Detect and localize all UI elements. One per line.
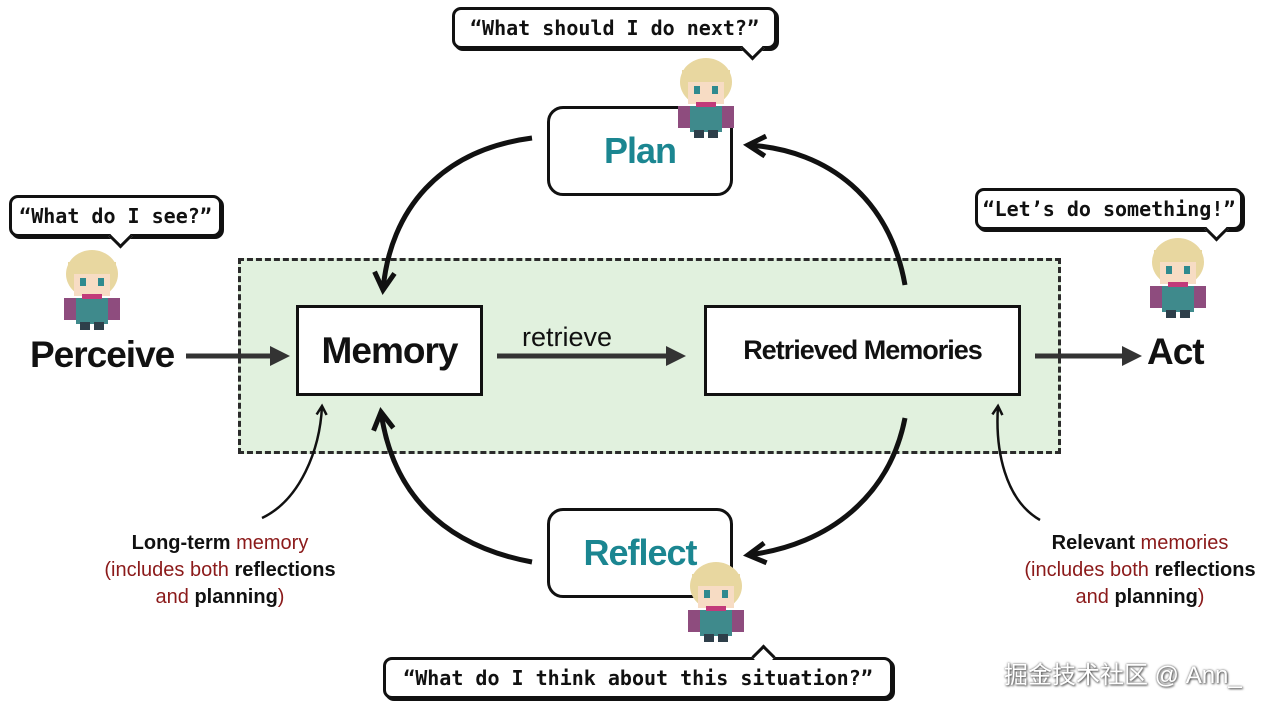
retrieved-to-plan-arrow: [742, 133, 908, 286]
note-right-close: ): [1197, 586, 1205, 608]
relevant-note-arrow: [991, 403, 1041, 522]
retrieved-memories-node: Retrieved Memories: [704, 305, 1021, 396]
note-right-line2: (includes both: [1024, 559, 1155, 581]
retrieved-to-reflect-arrow: [742, 417, 908, 566]
note-left-planning: planning: [194, 586, 278, 608]
note-right-reflections: reflections: [1154, 559, 1256, 581]
agent-sprite-icon: [688, 562, 744, 642]
agent-sprite-icon: [1150, 238, 1206, 318]
speech-bubble-think: “What do I think about this situation?”: [383, 657, 893, 699]
memory-node: Memory: [296, 305, 483, 396]
speech-bubble-next: “What should I do next?”: [452, 7, 777, 49]
watermark: 掘金技术社区 @ Ann_: [1004, 662, 1242, 689]
note-left-mid: memory: [230, 532, 309, 554]
note-right-line3: and: [1075, 586, 1115, 608]
note-right-term: Relevant: [1051, 532, 1135, 554]
note-left-close: ): [277, 586, 285, 608]
agent-sprite-icon: [678, 58, 734, 138]
plan-to-memory-arrow: [372, 135, 533, 296]
note-left-term: Long-term: [131, 532, 231, 554]
note-right-mid: memories: [1135, 532, 1229, 554]
long-term-note-arrow: [261, 403, 328, 520]
agent-sprite-icon: [64, 250, 120, 330]
retrieve-label: retrieve: [522, 322, 613, 352]
note-left-line2: (includes both: [104, 559, 235, 581]
speech-bubble-see: “What do I see?”: [9, 195, 222, 237]
act-label: Act: [1147, 331, 1205, 372]
speech-bubble-act: “Let’s do something!”: [975, 188, 1243, 230]
long-term-memory-note: Long-term memory (includes both reflecti…: [60, 530, 380, 611]
note-right-planning: planning: [1114, 586, 1198, 608]
reflect-to-memory-arrow: [371, 407, 533, 565]
note-left-reflections: reflections: [234, 559, 336, 581]
note-left-line3: and: [155, 586, 195, 608]
relevant-memories-note: Relevant memories (includes both reflect…: [990, 530, 1272, 611]
perceive-label: Perceive: [30, 334, 175, 375]
